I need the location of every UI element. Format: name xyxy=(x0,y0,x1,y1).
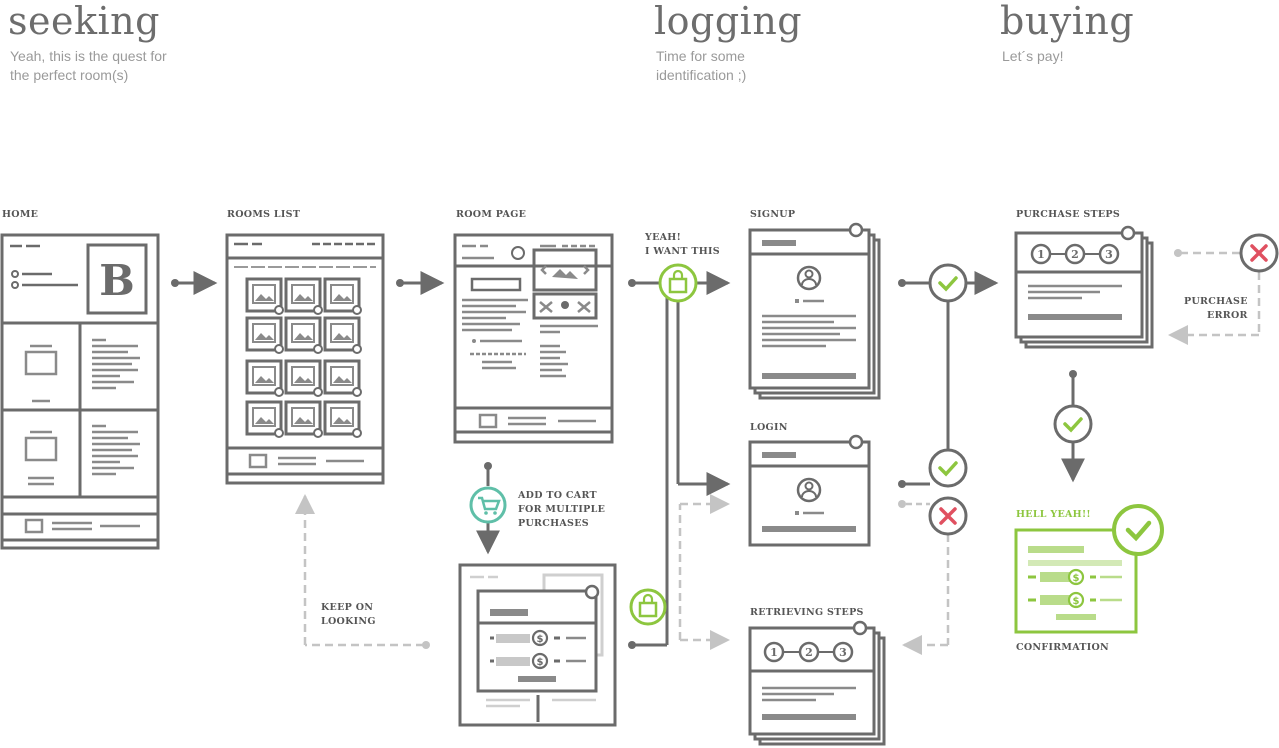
step-indicator: 1 xyxy=(763,641,785,663)
room-thumbnail xyxy=(284,277,323,315)
cross-icon-login xyxy=(928,496,968,536)
arrow-purchase-error xyxy=(1168,249,1261,345)
arrow-rooms-to-room-page xyxy=(396,271,445,295)
annotation-hell-yeah: HELL YEAH!! xyxy=(1016,509,1091,520)
room-thumbnail xyxy=(323,400,362,438)
check-icon-purchase xyxy=(1053,404,1093,444)
room-thumbnail xyxy=(323,277,362,315)
stage-subtitle-logging: Time for some identification ;) xyxy=(656,48,747,83)
arrow-keep-looking xyxy=(295,494,430,649)
arrow-purchase-to-confirmation xyxy=(1061,370,1085,483)
login-content xyxy=(762,452,856,532)
retrieving-step-indicators: 1 2 3 xyxy=(763,641,854,663)
svg-text:$: $ xyxy=(1073,573,1080,584)
annotation-want-this: YEAH! I WANT THIS xyxy=(645,232,720,257)
room-thumbnail xyxy=(284,316,323,354)
step-indicator: 1 xyxy=(1030,243,1052,265)
arrow-home-to-rooms xyxy=(171,271,218,295)
home-content xyxy=(24,338,140,534)
annotation-keep-looking: KEEP ON LOOKING xyxy=(321,602,376,627)
purchase-content xyxy=(1028,284,1122,320)
label-room-page: ROOM PAGE xyxy=(456,209,527,220)
purchase-step-indicators: 1 2 3 xyxy=(1030,243,1120,265)
cart-icon[interactable] xyxy=(469,486,507,524)
svg-text:1: 1 xyxy=(1037,248,1045,261)
stage-subtitle-buying: Let´s pay! xyxy=(1002,48,1064,64)
check-icon-confirmation xyxy=(1112,504,1164,556)
rooms-list-wireframe xyxy=(225,233,385,485)
room-thumbnail xyxy=(245,400,284,438)
room-thumbnail xyxy=(245,316,284,354)
dollar-icon: $ $ xyxy=(531,629,549,670)
label-home: HOME xyxy=(2,209,39,220)
svg-text:$: $ xyxy=(537,657,544,668)
label-confirmation: CONFIRMATION xyxy=(1016,642,1110,653)
check-icon-login xyxy=(928,448,968,488)
label-rooms-list: ROOMS LIST xyxy=(227,209,301,220)
stage-title-seeking: seeking xyxy=(8,0,160,43)
cross-icon-purchase xyxy=(1239,233,1279,273)
arrow-retrieve-to-login xyxy=(678,494,730,650)
arrow-room-to-cart xyxy=(476,462,500,555)
room-thumbnail xyxy=(323,359,362,397)
svg-text:$: $ xyxy=(537,634,544,645)
svg-text:3: 3 xyxy=(839,646,847,659)
signup-wireframe xyxy=(748,222,881,400)
rooms-list-footer xyxy=(248,453,364,469)
step-indicator: 3 xyxy=(832,641,854,663)
step-indicator: 3 xyxy=(1098,243,1120,265)
room-thumbnail xyxy=(245,359,284,397)
cart-items xyxy=(490,609,586,682)
step-indicator: 2 xyxy=(798,641,820,663)
room-page-wireframe xyxy=(453,233,614,444)
stage-title-buying: buying xyxy=(1000,0,1135,43)
annotation-add-to-cart: ADD TO CART FOR MULTIPLE PURCHASES xyxy=(518,490,606,529)
step-indicator: 2 xyxy=(1064,243,1086,265)
room-page-details xyxy=(462,244,598,429)
shopping-bag-icon[interactable] xyxy=(658,263,698,303)
check-icon xyxy=(928,263,968,303)
home-wireframe xyxy=(0,233,160,550)
home-logo: B xyxy=(99,256,135,305)
room-thumbnail xyxy=(284,400,323,438)
room-thumbnail xyxy=(284,359,323,397)
confirmation-content: $ $ xyxy=(1028,546,1122,620)
svg-text:3: 3 xyxy=(1105,248,1113,261)
retrieving-content xyxy=(762,686,856,720)
stage-subtitle-seeking: Yeah, this is the quest for the perfect … xyxy=(10,48,167,83)
connector-want-this xyxy=(628,271,731,649)
shopping-bag-icon-cart[interactable] xyxy=(629,588,667,626)
label-signup: SIGNUP xyxy=(750,209,796,220)
svg-text:$: $ xyxy=(1073,596,1080,607)
label-retrieving-steps: RETRIEVING STEPS xyxy=(750,607,864,618)
svg-text:2: 2 xyxy=(805,646,813,659)
stage-title-logging: logging xyxy=(654,0,803,43)
svg-text:1: 1 xyxy=(770,646,778,659)
signup-content xyxy=(762,240,856,379)
label-login: LOGIN xyxy=(750,422,788,433)
svg-text:2: 2 xyxy=(1071,248,1079,261)
confirmation-wireframe xyxy=(1014,528,1138,634)
arrow-login-error xyxy=(898,500,950,655)
retrieving-steps-wireframe xyxy=(748,620,886,746)
rooms-grid xyxy=(245,277,362,438)
room-thumbnail xyxy=(245,277,284,315)
annotation-purchase-error: PURCHASE ERROR xyxy=(1184,296,1248,321)
room-thumbnail xyxy=(323,316,362,354)
connector-checks xyxy=(898,271,999,488)
label-purchase-steps: PURCHASE STEPS xyxy=(1016,209,1121,220)
